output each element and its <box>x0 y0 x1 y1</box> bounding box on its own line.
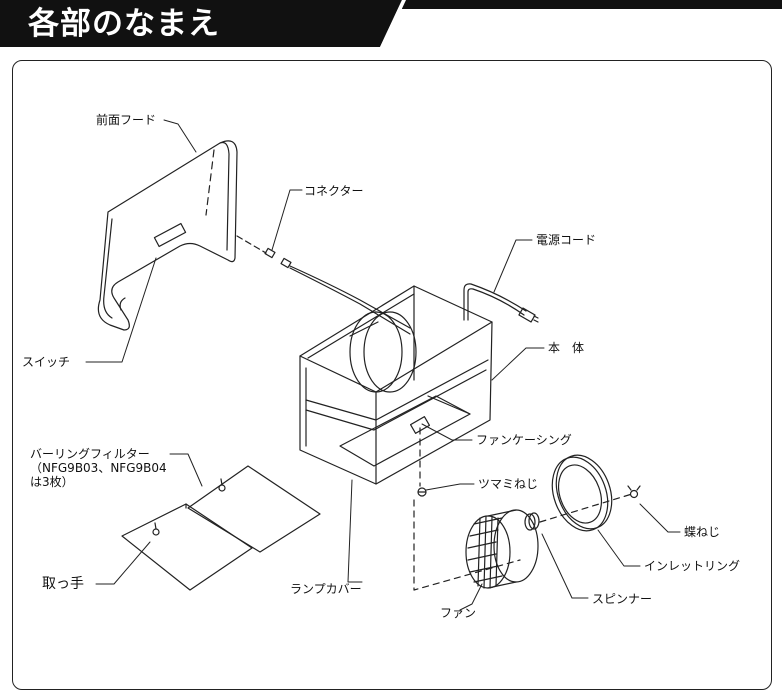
front-hood-label: 前面フード <box>96 113 157 127</box>
filter-label-line3: は3枚） <box>30 475 74 489</box>
spinner-drawing <box>524 512 540 531</box>
filter-label-line2: （NFG9B03、NFG9B04 <box>30 461 167 475</box>
power-cord-drawing <box>463 283 539 323</box>
fan-label: ファン <box>440 606 477 620</box>
wing-screw-drawing <box>627 485 641 499</box>
main-body-drawing <box>299 285 493 485</box>
power-cord-label: 電源コード <box>536 233 597 247</box>
fan-drawing <box>465 509 539 589</box>
front-hood-drawing <box>97 140 238 331</box>
filter-label: バーリングフィルター （NFG9B03、NFG9B04 は3枚） <box>30 447 167 489</box>
filter-drawing <box>121 465 321 591</box>
spinner-label: スピンナー <box>592 592 653 606</box>
handle-label: 取っ手 <box>42 576 84 592</box>
header-bar: 各部のなまえ <box>0 0 782 47</box>
wing-screw-label: 蝶ねじ <box>684 525 721 539</box>
knob-screw-drawing <box>417 487 427 497</box>
switch-label: スイッチ <box>22 355 71 369</box>
assembly-axis <box>413 427 633 591</box>
knob-screw-label: ツマミねじ <box>478 477 539 491</box>
lamp-cover-label: ランプカバー <box>290 582 362 596</box>
inlet-ring-drawing <box>551 454 613 532</box>
diagram-panel <box>12 60 772 690</box>
page-title: 各部のなまえ <box>28 6 220 42</box>
inlet-ring-label: インレットリング <box>644 559 741 573</box>
leader-lines <box>85 119 681 611</box>
main-body-label: 本 体 <box>548 341 585 355</box>
filter-label-line1: バーリングフィルター <box>30 447 150 461</box>
fan-casing-label: ファンケーシング <box>476 433 572 447</box>
header-bar-shape <box>0 0 782 47</box>
connector-label: コネクター <box>304 184 364 198</box>
connector-drawing <box>236 235 411 335</box>
